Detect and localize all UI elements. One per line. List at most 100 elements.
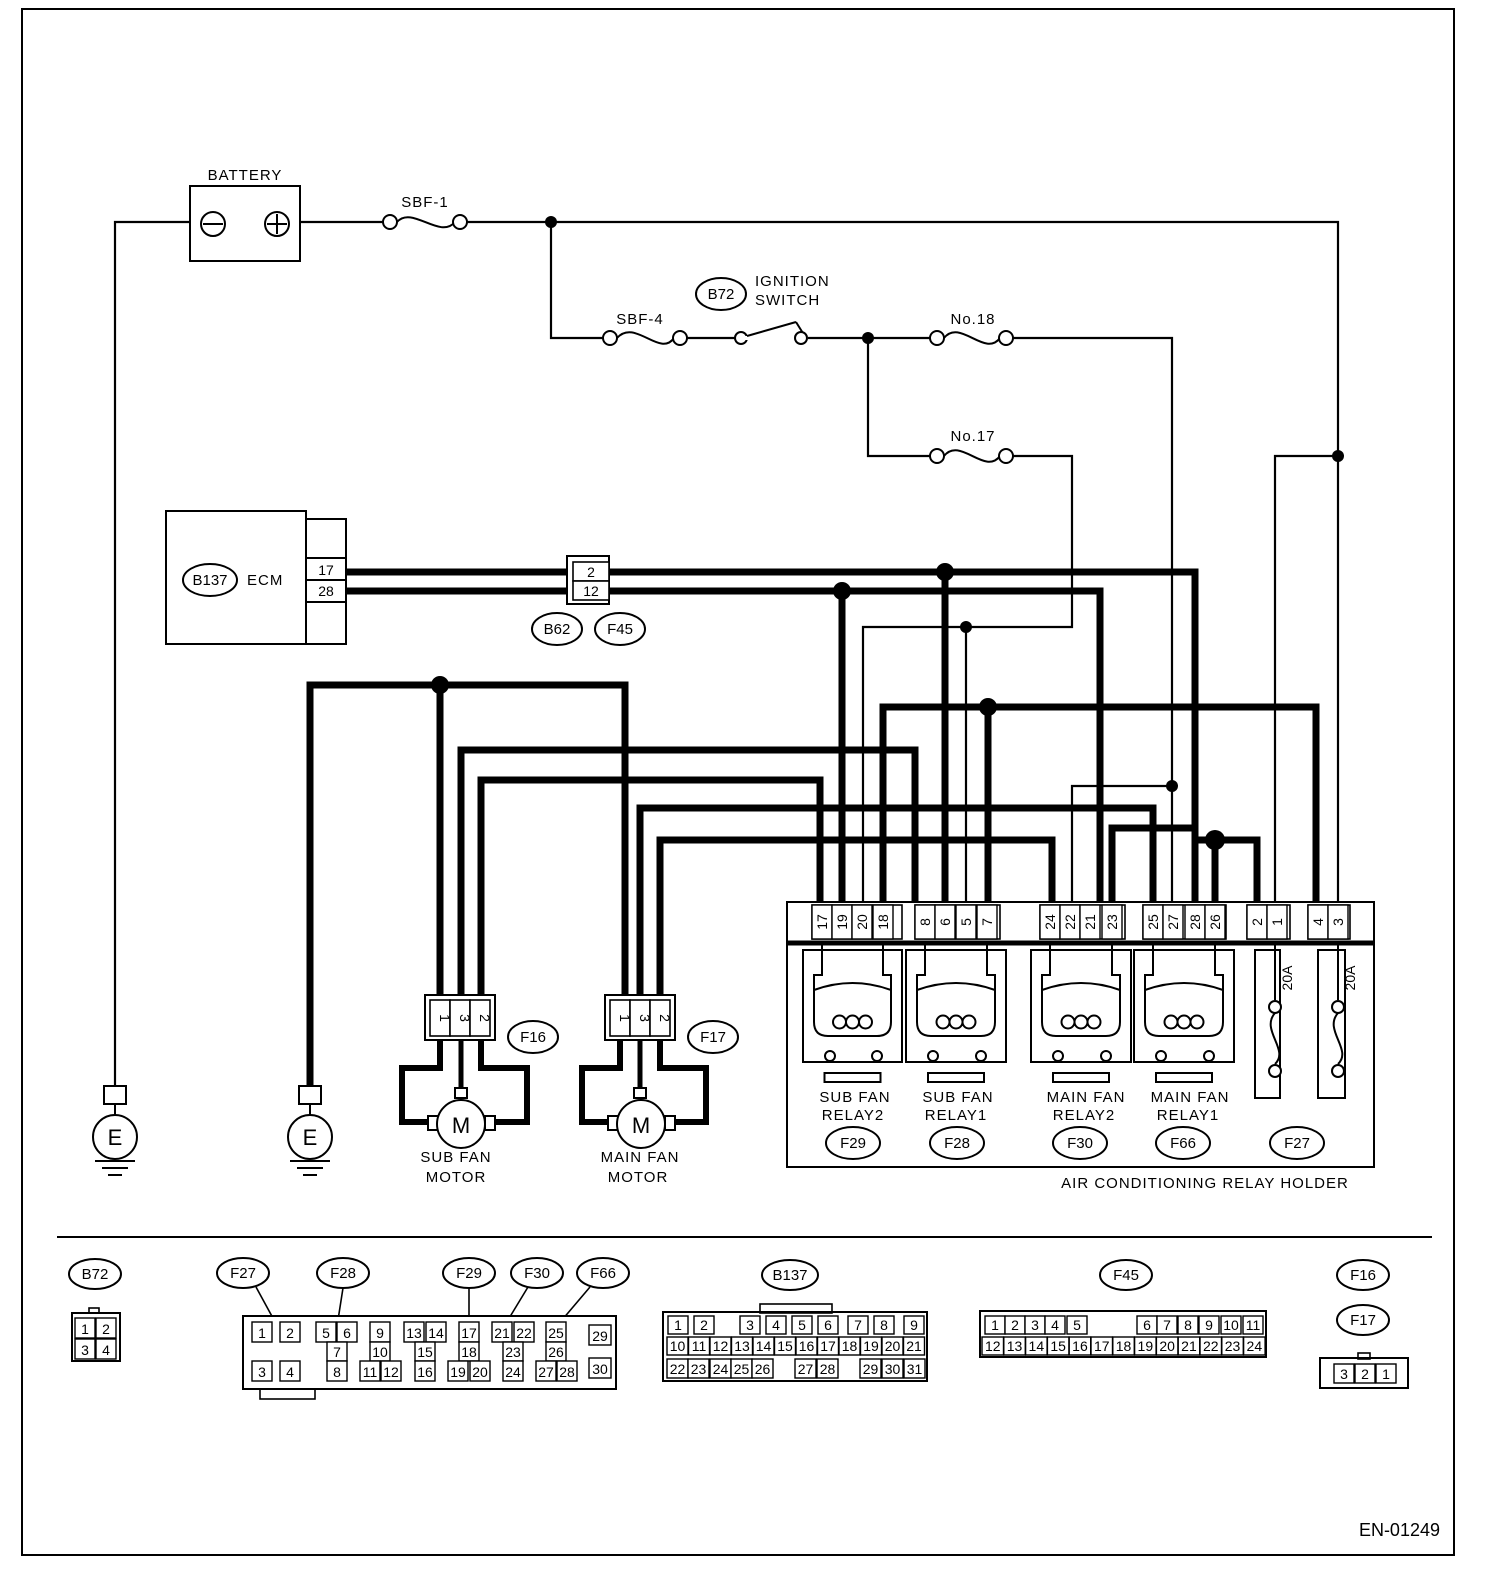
legend-pin: 1 — [258, 1325, 266, 1341]
holder-pin-label: 24 — [1042, 914, 1058, 930]
legend-pin: 12 — [713, 1338, 729, 1354]
fuse-no18 — [929, 330, 1014, 346]
fuse-sbf1 — [382, 214, 468, 230]
ground-left-e: E — [108, 1125, 123, 1150]
relay-holder-label: AIR CONDITIONING RELAY HOLDER — [1061, 1175, 1349, 1192]
relay1-sub-label-2: RELAY1 — [925, 1107, 987, 1124]
ecm-pin-17: 17 — [318, 562, 334, 578]
sub-motor-label-1: SUB FAN — [420, 1149, 491, 1166]
legend-pin: 5 — [1073, 1317, 1081, 1333]
legend-f28: F28 — [330, 1265, 356, 1282]
legend-pin: 10 — [670, 1338, 686, 1354]
legend-pin: 2 — [1011, 1317, 1019, 1333]
relay2-sub-label-2: RELAY2 — [822, 1107, 884, 1124]
legend-pin: 4 — [1051, 1317, 1059, 1333]
b137-label: B137 — [192, 572, 227, 589]
legend-pin: 11 — [1246, 1317, 1261, 1333]
legend-pin: 12 — [985, 1338, 1001, 1354]
legend-pin: 17 — [461, 1325, 477, 1341]
legend-pin: 15 — [777, 1338, 793, 1354]
holder-pin-label: 7 — [979, 918, 995, 926]
ignition-switch — [734, 321, 808, 345]
legend-b72: B72 — [82, 1266, 109, 1283]
holder-pin-label: 3 — [1330, 918, 1346, 926]
legend-f17: F17 — [1350, 1312, 1376, 1329]
legend-pin: 22 — [516, 1325, 532, 1341]
legend-pin: 9 — [910, 1317, 918, 1333]
legend-pin: 28 — [820, 1361, 836, 1377]
joint-connector — [566, 555, 610, 605]
legend-pin: 25 — [734, 1361, 750, 1377]
power-wiring — [113, 220, 1340, 1088]
legend-pin: 6 — [824, 1317, 832, 1333]
legend-pin: 8 — [333, 1364, 341, 1380]
battery — [189, 185, 301, 262]
legend-pin: 1 — [674, 1317, 682, 1333]
legend-pin: 15 — [417, 1344, 433, 1360]
legend-pin: 8 — [1184, 1317, 1192, 1333]
no17-label: No.17 — [950, 428, 995, 445]
legend-pin: 24 — [713, 1361, 729, 1377]
outer-frame — [21, 8, 1455, 1556]
legend-pin: 2 — [700, 1317, 708, 1333]
f45-label: F45 — [607, 621, 633, 638]
legend-pin: 23 — [505, 1344, 521, 1360]
ground-right-e: E — [303, 1125, 318, 1150]
b72-oval — [695, 277, 747, 311]
main-motor-m: M — [632, 1113, 650, 1138]
legend-pin: 21 — [906, 1338, 922, 1354]
holder-pin-label: 28 — [1187, 914, 1203, 930]
legend-pin: 20 — [885, 1338, 901, 1354]
ignition-label-1: IGNITION — [755, 273, 830, 290]
no18-label: No.18 — [950, 311, 995, 328]
fuse-20a-right-label: 20A — [1342, 965, 1358, 991]
legend-pin: 23 — [1225, 1338, 1241, 1354]
legend-f16: F16 — [1350, 1267, 1376, 1284]
legend-f29: F29 — [456, 1265, 482, 1282]
legend-pin: 30 — [592, 1361, 608, 1377]
legend-pin: 20 — [1159, 1338, 1175, 1354]
legend-pin: 2 — [1361, 1366, 1369, 1382]
f16-pin-1: 1 — [437, 1014, 453, 1022]
sub-motor-m: M — [452, 1113, 470, 1138]
legend-pin: 4 — [286, 1364, 294, 1380]
f45-oval — [594, 612, 646, 646]
f16-pin-3: 3 — [457, 1014, 473, 1022]
main-motor-label-2: MOTOR — [608, 1169, 669, 1186]
holder-pin-label: 5 — [958, 918, 974, 926]
ecm-label: ECM — [247, 572, 283, 589]
legend-pin: 18 — [461, 1344, 477, 1360]
legend-pin: 21 — [494, 1325, 510, 1341]
holder-pin-label: 18 — [875, 914, 891, 930]
fuse-no17 — [929, 448, 1014, 464]
legend-pin: 29 — [592, 1328, 608, 1344]
legend-pin: 6 — [1143, 1317, 1151, 1333]
f30-oval — [1052, 1126, 1108, 1160]
f66-label: F66 — [1170, 1135, 1196, 1152]
main-fan-motor — [579, 1040, 709, 1149]
f17-connector — [604, 994, 676, 1041]
relay2-sub-label-1: SUB FAN — [819, 1089, 890, 1106]
f17-pin-3: 3 — [637, 1014, 653, 1022]
legend-pin: 27 — [538, 1364, 554, 1380]
f16-label: F16 — [520, 1029, 546, 1046]
legend-pin: 2 — [102, 1321, 110, 1337]
legend-pin: 14 — [756, 1338, 772, 1354]
fuse-20a-right — [1317, 943, 1346, 1099]
b137-oval — [182, 563, 238, 597]
fuse-20a-left-label: 20A — [1279, 965, 1295, 991]
legend-pin: 25 — [548, 1325, 564, 1341]
junction-dots-thick — [431, 563, 1225, 850]
legend-pin: 3 — [746, 1317, 754, 1333]
holder-pin-label: 4 — [1310, 918, 1326, 926]
legend-pin: 11 — [692, 1338, 707, 1354]
legend-pin: 1 — [81, 1321, 89, 1337]
f30-label: F30 — [1067, 1135, 1093, 1152]
legend-pin: 3 — [258, 1364, 266, 1380]
legend-pin: 13 — [734, 1338, 750, 1354]
relay1-sub-label-1: SUB FAN — [922, 1089, 993, 1106]
legend-pin: 26 — [755, 1361, 771, 1377]
legend-pin: 16 — [799, 1338, 815, 1354]
legend-pin: 31 — [907, 1361, 923, 1377]
